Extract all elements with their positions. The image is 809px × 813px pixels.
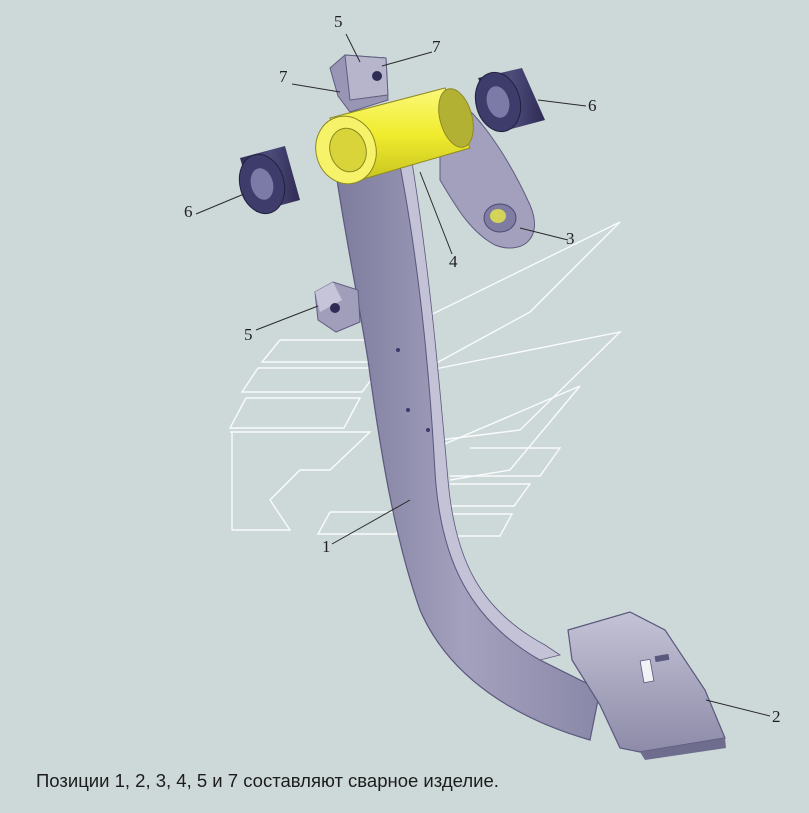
callout-6-right: 6 <box>588 96 597 115</box>
leader-lines <box>195 33 771 717</box>
bushing-left <box>238 146 300 215</box>
middle-bracket <box>314 281 361 333</box>
callout-5-mid: 5 <box>244 325 253 344</box>
callout-6-left: 6 <box>184 202 193 221</box>
top-bracket <box>329 54 389 113</box>
callout-2: 2 <box>772 707 781 726</box>
sleeve-tube <box>315 87 474 185</box>
callout-1: 1 <box>322 537 331 556</box>
figure-caption: Позиции 1, 2, 3, 4, 5 и 7 составляют сва… <box>36 770 499 791</box>
bushing-right <box>474 68 545 133</box>
callout-4: 4 <box>449 252 458 271</box>
callout-labels: 5 7 7 6 6 3 4 5 1 2 <box>184 12 781 726</box>
foot-pad <box>567 611 726 760</box>
watermark-logo <box>228 221 623 537</box>
callout-7-left: 7 <box>279 67 288 86</box>
pedal-arm <box>329 129 601 741</box>
callout-7-right: 7 <box>432 37 441 56</box>
callout-5-top: 5 <box>334 12 343 31</box>
callout-3: 3 <box>566 229 575 248</box>
